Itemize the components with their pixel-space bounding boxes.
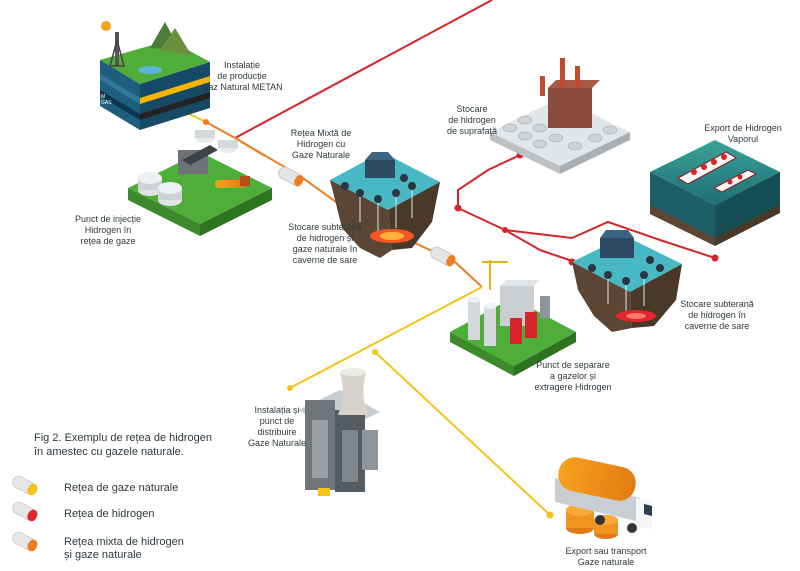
gas-export-truck xyxy=(555,457,652,539)
figure-caption: Fig 2. Exemplu de rețea de hidrogen în a… xyxy=(34,432,212,458)
label-export-gas: Export sau transport Gaze naturale xyxy=(565,546,647,567)
legend-item-hydrogen: Rețea de hidrogen xyxy=(12,502,232,528)
hydrogen-pipeline-top xyxy=(234,0,493,139)
label-injection: Punct de injecție Hidrogen în rețea de g… xyxy=(74,214,142,246)
legend-icon-gas xyxy=(12,475,38,496)
well-tag-text: M GAS xyxy=(101,94,112,106)
surface-hydrogen-storage xyxy=(490,58,630,174)
label-distribution: Instalația și punct de distribuire Gaze … xyxy=(247,405,307,448)
underground-mixed-storage xyxy=(330,152,440,258)
hydrogen-export-ship xyxy=(650,140,780,246)
hydrogen-injection-plant xyxy=(128,130,272,236)
label-underground-mixed: Stocare subterană de hidrogen și gaze na… xyxy=(288,222,362,265)
legend-icon-hydrogen xyxy=(12,501,38,522)
legend-label-mixed: Rețea mixta de hidrogen și gaze naturale xyxy=(64,536,184,561)
underground-hydrogen-storage xyxy=(572,230,682,332)
gas-distribution-plant xyxy=(298,368,380,496)
gas-production-facility xyxy=(100,21,210,130)
pipe-capsule-1 xyxy=(278,166,304,187)
mixed-pipeline xyxy=(205,121,483,288)
legend-label-gas: Rețea de gaze naturale xyxy=(64,482,179,494)
label-surface-storage: Stocare de hidrogen de suprafață xyxy=(446,104,498,136)
label-export-hydrogen: Export de Hidrogen Vaporul xyxy=(704,123,782,144)
legend-item-mixed: Rețea mixta de hidrogen și gaze naturale xyxy=(12,530,232,561)
legend-item-gas: Rețea de gaze naturale xyxy=(12,476,232,502)
pipe-capsule-2 xyxy=(430,246,456,267)
legend-label-hydrogen: Rețea de hidrogen xyxy=(64,508,155,520)
label-mixed-network: Rețea Mixtă de Hidrogen cu Gaze Naturale xyxy=(290,128,352,160)
label-underground-hydrogen: Stocare subterană de hidrogen în caverne… xyxy=(680,299,754,331)
label-separation: Punct de separare a gazelor și extragere… xyxy=(534,360,612,392)
legend-icon-mixed xyxy=(12,531,38,552)
label-production: Instalație de producție Gaz Natural META… xyxy=(201,60,283,92)
gas-separation-plant xyxy=(450,260,576,376)
